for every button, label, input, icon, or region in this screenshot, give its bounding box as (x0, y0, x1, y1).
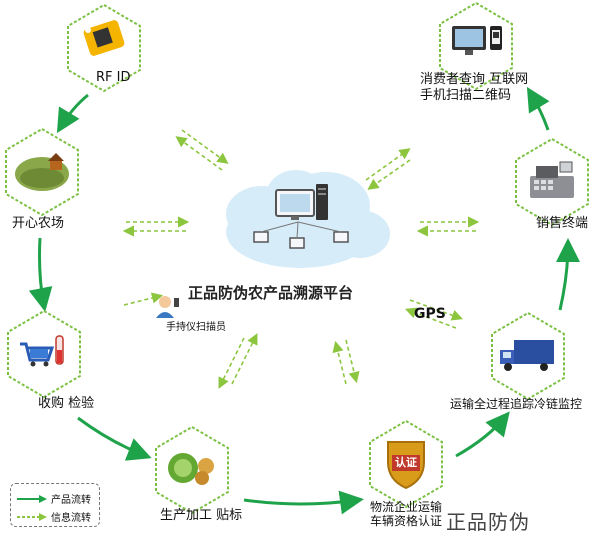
cart-and-test-tube-icon (20, 335, 64, 367)
node-processing (152, 424, 232, 516)
info-flow-consumer-b (367, 159, 411, 190)
node-sales (512, 136, 592, 228)
node-transport (488, 310, 568, 402)
product-flow-purchase-to-processing (77, 416, 152, 461)
info-flow-processing-b (218, 337, 245, 389)
legend-info-flow: 信息流转 (17, 509, 91, 524)
logistics-label-line1: 物流企业运输 (370, 500, 443, 514)
sales-label: 销售终端 (536, 216, 589, 231)
farm-label: 开心农场 (12, 216, 65, 231)
info-flow-processing-a (231, 333, 258, 385)
product-flow-transport-to-sales (555, 238, 580, 311)
scanner-person-icon (156, 296, 179, 318)
farm-icon (15, 153, 69, 191)
scanner-label: 手持仪扫描员 (166, 322, 226, 333)
consumer-label: 消费者查询 互联网 手机扫描二维码 (420, 72, 528, 104)
node-logistics: 认证 (366, 418, 446, 510)
transport-label: 运输全过程追踪冷链监控 (450, 397, 583, 411)
product-flow-logistics-to-transport (455, 411, 510, 458)
rfid-label: RF ID (96, 70, 131, 85)
legend-info-flow-text: 信息流转 (51, 513, 91, 524)
cash-register-icon (530, 161, 574, 198)
logistics-label-line2: 车辆资格认证 (370, 514, 443, 528)
dashed-arrow-icon (17, 512, 47, 521)
product-flow-processing-to-logistics (243, 490, 364, 515)
computer-and-phone-icon (452, 26, 502, 55)
vegetables-icon (168, 453, 214, 485)
consumer-label-line1: 消费者查询 互联网 (420, 72, 529, 87)
watermark-text: 正品防伪 (446, 510, 530, 534)
node-rfid (64, 2, 144, 94)
logistics-label: 物流企业运输 车辆资格认证 (370, 500, 442, 528)
legend-product-flow: 产品流转 (17, 491, 91, 506)
info-flow-logistics-b (332, 340, 347, 385)
legend: 产品流转 信息流转 (10, 483, 100, 527)
info-flow-rfid-a (181, 129, 229, 164)
truck-icon (500, 340, 554, 371)
info-flow-consumer-a (365, 148, 411, 181)
legend-product-flow-text: 产品流转 (51, 495, 91, 506)
info-flow-transport-a (409, 299, 464, 321)
node-farm (2, 126, 82, 218)
certification-badge-text: 认证 (395, 456, 417, 469)
info-flow-rfid-b (175, 136, 223, 171)
node-purchase (4, 308, 84, 400)
cloud-platform-icon (226, 170, 390, 268)
gps-label: GPS (414, 306, 446, 322)
rfid-tag-icon (83, 20, 125, 56)
node-consumer (436, 0, 516, 92)
platform-title: 正品防伪农产品溯源平台 (188, 284, 354, 302)
info-flow-purchase-a (123, 292, 164, 306)
purchase-label: 收购 检验 (38, 396, 95, 411)
product-flow-rfid-to-farm (56, 93, 89, 134)
consumer-label-line2: 手机扫描二维码 (420, 88, 512, 103)
product-flow-sales-to-consumer (526, 86, 550, 131)
info-flow-transport-b (405, 307, 457, 329)
processing-label: 生产加工 贴标 (160, 508, 243, 523)
info-flow-logistics-a (345, 339, 360, 384)
solid-arrow-icon (17, 494, 47, 503)
product-flow-farm-to-purchase (28, 237, 53, 312)
